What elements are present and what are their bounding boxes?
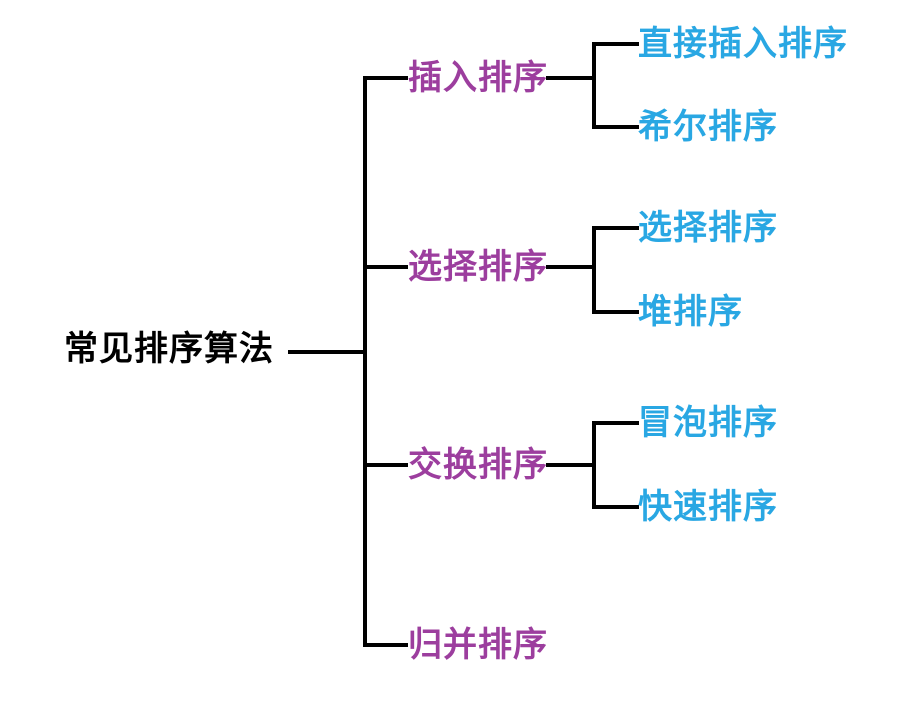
leaf-node-bubble-sort: 冒泡排序 <box>638 403 778 443</box>
branch-stub-line-2 <box>363 463 408 467</box>
branch-junction-line-2 <box>546 463 596 467</box>
leaf-node-heap-sort: 堆排序 <box>638 292 743 332</box>
leaf-stub-line-2-1 <box>592 505 639 509</box>
leaf-node-selection-sort: 选择排序 <box>638 208 778 248</box>
junction-vertical-line-1 <box>592 226 596 314</box>
junction-vertical-line-0 <box>592 42 596 129</box>
trunk-line <box>363 76 367 647</box>
leaf-stub-line-2-0 <box>592 421 639 425</box>
branch-stub-line-1 <box>363 265 408 269</box>
root-connector-line <box>288 350 367 354</box>
branch-node-insertion-sort: 插入排序 <box>408 58 548 98</box>
leaf-stub-line-0-1 <box>592 125 639 129</box>
root-node: 常见排序算法 <box>64 329 274 369</box>
branch-junction-line-0 <box>546 76 596 80</box>
branch-junction-line-1 <box>546 265 596 269</box>
leaf-stub-line-1-0 <box>592 226 639 230</box>
branch-node-selection-sort: 选择排序 <box>408 247 548 287</box>
leaf-stub-line-1-1 <box>592 310 639 314</box>
leaf-node-quick-sort: 快速排序 <box>638 487 778 527</box>
branch-stub-line-0 <box>363 76 408 80</box>
leaf-stub-line-0-0 <box>592 42 639 46</box>
branch-stub-line-3 <box>363 643 408 647</box>
leaf-node-direct-insertion-sort: 直接插入排序 <box>638 24 848 64</box>
branch-node-merge-sort: 归并排序 <box>408 625 548 665</box>
junction-vertical-line-2 <box>592 421 596 509</box>
leaf-node-shell-sort: 希尔排序 <box>638 107 778 147</box>
branch-node-exchange-sort: 交换排序 <box>408 445 548 485</box>
